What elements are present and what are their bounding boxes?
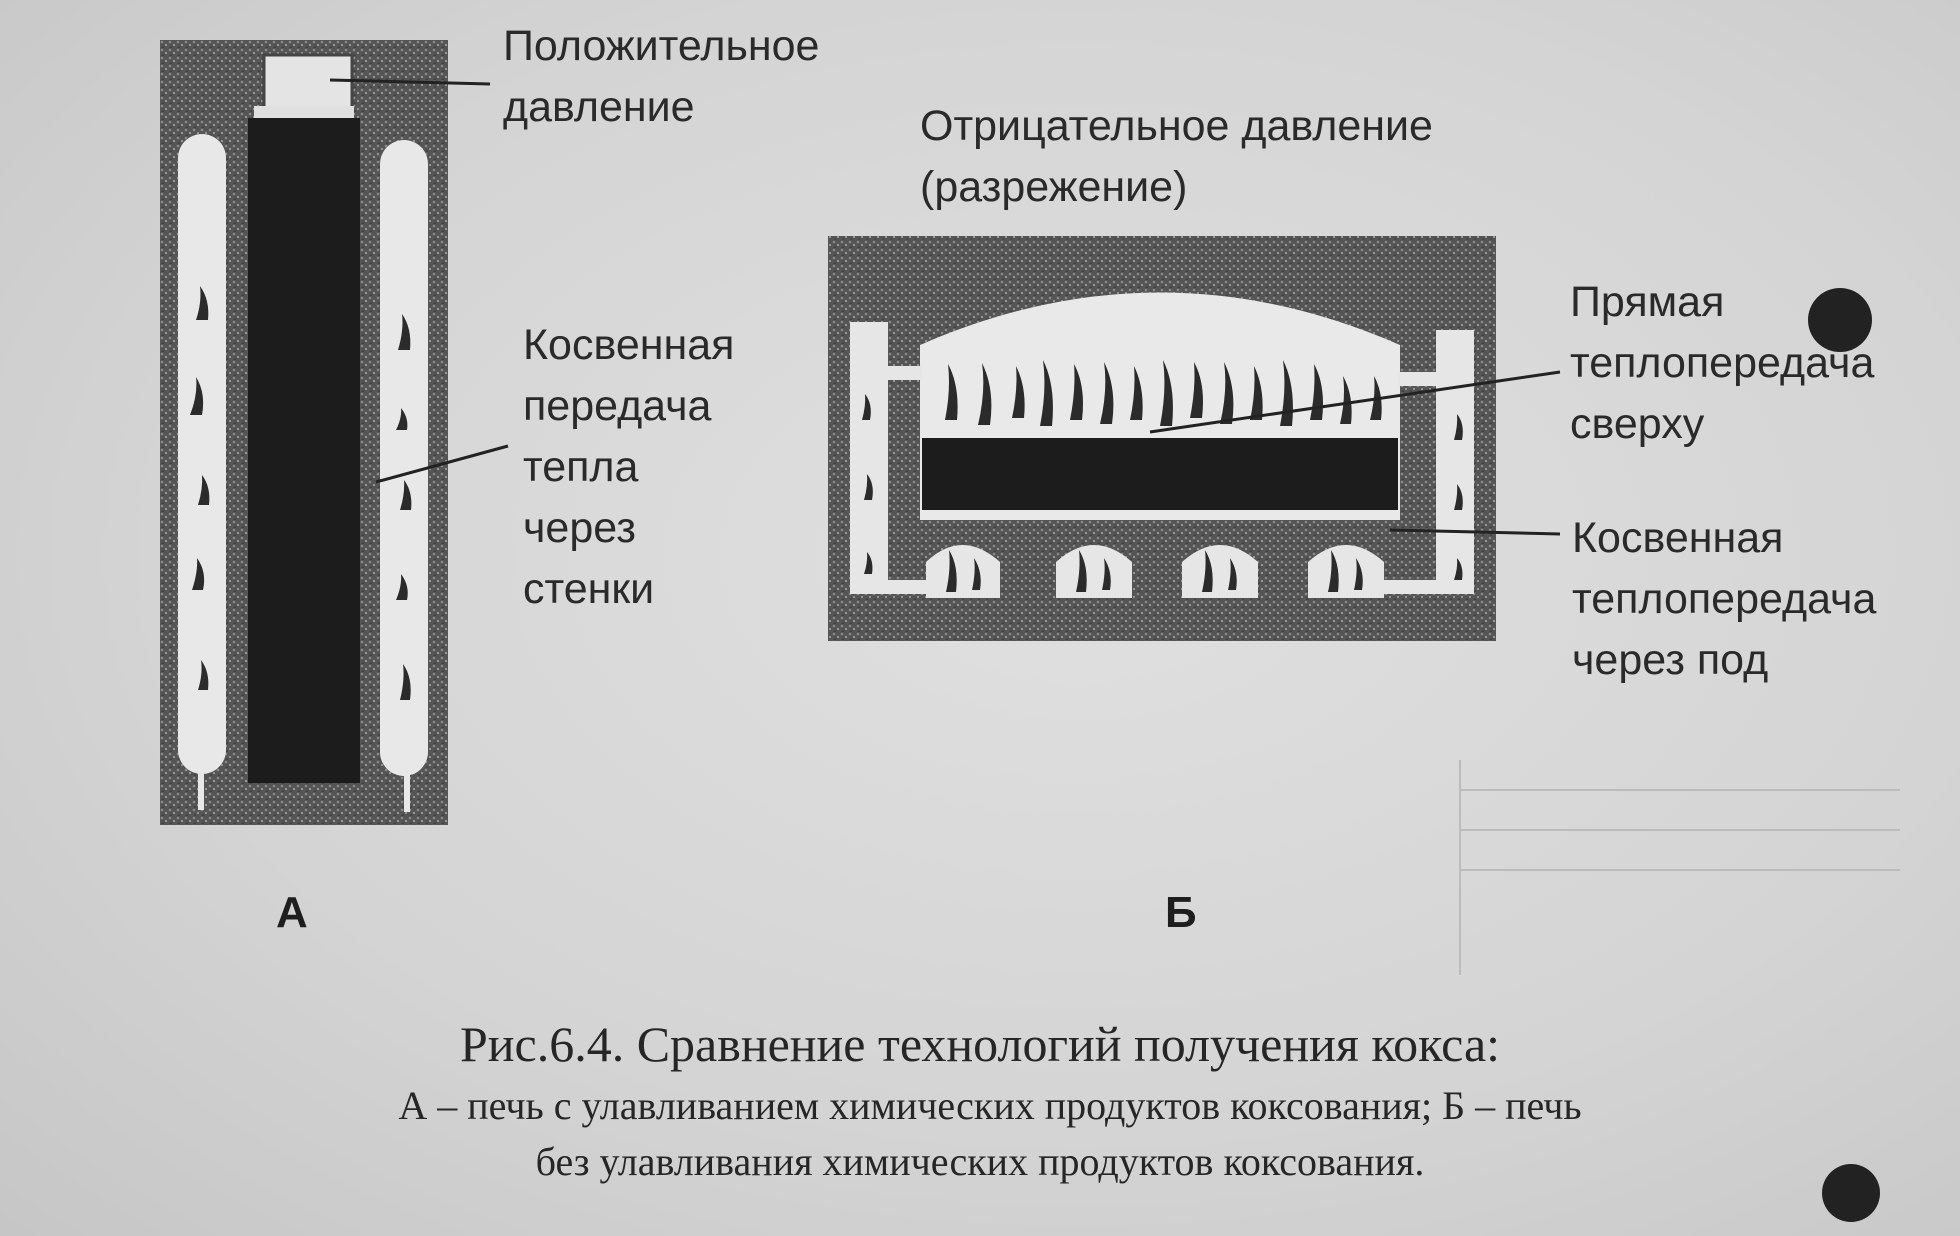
label-direct-top: Прямая теплопередача сверху xyxy=(1570,272,1874,455)
label-positive-pressure: Положительное давление xyxy=(503,16,819,138)
label-line: стенки xyxy=(523,565,655,613)
oven-b-right-flue xyxy=(1384,330,1474,594)
oven-a-gas-offtake xyxy=(262,53,354,115)
bleed-through-marks xyxy=(1459,760,1900,975)
leader-direct-top xyxy=(1149,370,1561,434)
label-line: Прямая xyxy=(1570,278,1725,326)
label-line: передача xyxy=(523,382,712,430)
oven-b-side-flames xyxy=(862,394,1463,580)
oven-a-right-flames xyxy=(396,314,412,700)
label-line: Отрицательное давление xyxy=(920,102,1433,150)
oven-a-left-flue xyxy=(178,134,226,774)
label-negative-pressure: Отрицательное давление (разрежение) xyxy=(920,96,1433,218)
oven-b-left-flue xyxy=(850,322,940,594)
oven-b-sole-flues xyxy=(926,545,1384,598)
leader-indirect-walls xyxy=(375,444,509,484)
punch-hole-top xyxy=(1808,288,1872,352)
figure-caption-line-2: без улавливания химических продуктов кок… xyxy=(535,1139,1425,1184)
figure-caption-title: Рис.6.4. Сравнение технологий получения … xyxy=(459,1016,1501,1072)
leader-indirect-floor xyxy=(1389,528,1561,536)
label-indirect-floor: Косвенная теплопередача через под xyxy=(1572,508,1876,691)
label-line: теплопередача xyxy=(1572,575,1877,623)
figure-caption-line-1: А – печь с улавливанием химических проду… xyxy=(398,1083,1582,1128)
panel-letter-a: А xyxy=(276,888,308,937)
oven-a-coal-charge xyxy=(248,118,360,783)
label-line: через xyxy=(523,504,636,552)
label-line: Косвенная xyxy=(523,321,735,369)
leader-positive-pressure xyxy=(329,78,491,86)
oven-b-sole-flames xyxy=(946,550,1363,592)
panel-letter-b: Б xyxy=(1165,888,1197,937)
oven-b-coke-bed xyxy=(922,438,1398,510)
label-line: Косвенная xyxy=(1572,514,1784,562)
label-line: Положительное xyxy=(503,22,820,70)
label-line: сверху xyxy=(1570,400,1705,448)
oven-a xyxy=(160,40,509,825)
label-line: давление xyxy=(503,83,695,131)
oven-b-top-flames xyxy=(945,360,1382,426)
label-indirect-walls: Косвенная передача тепла через стенки xyxy=(523,315,734,620)
oven-a-left-flames xyxy=(190,286,210,690)
label-line: через под xyxy=(1572,636,1769,684)
oven-b xyxy=(828,236,1561,641)
oven-a-right-flue xyxy=(380,140,428,776)
punch-hole-bottom xyxy=(1822,1164,1880,1222)
label-line: тепла xyxy=(523,443,639,491)
label-line: (разрежение) xyxy=(920,163,1188,211)
